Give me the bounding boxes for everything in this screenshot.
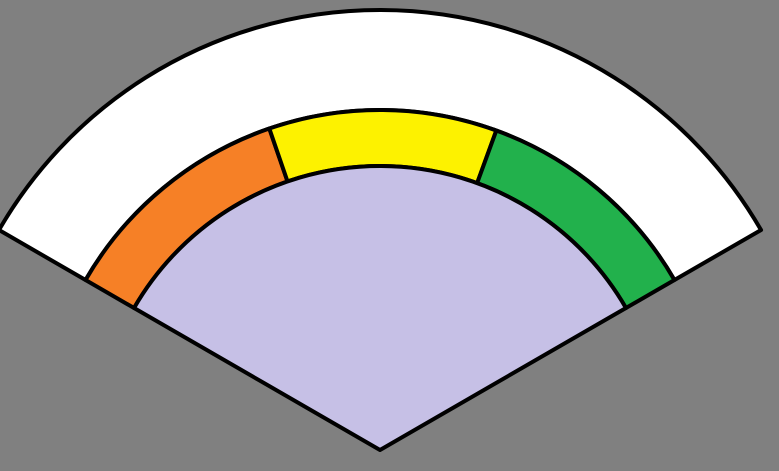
inner-sector: [132, 164, 628, 452]
